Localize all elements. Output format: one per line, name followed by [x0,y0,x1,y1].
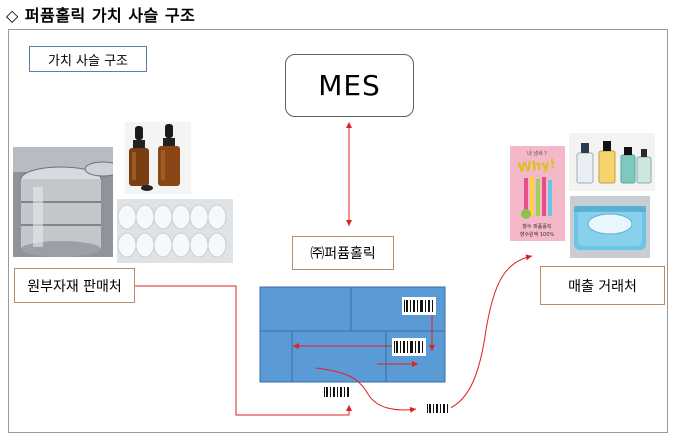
metal-drums-photo [13,147,113,257]
product-card-line1: 향수 퍼퓸홀릭 [522,223,551,230]
cotton-rolls-photo [117,199,233,263]
page-title: ◇ 퍼퓸홀릭 가치 사슬 구조 [6,6,196,25]
customer-node: 매출 거래처 [540,266,665,305]
barcode-icon [425,402,451,415]
company-node: ㈜퍼퓸홀릭 [292,236,394,270]
section-tag: 가치 사슬 구조 [29,46,147,72]
supplier-inbound-arrow [135,285,352,416]
supplier-node: 원부자재 판매처 [14,268,135,303]
perfume-bottles-photo [569,133,655,191]
barcode-icon [322,385,352,399]
barcode-icon [392,338,426,356]
product-card-photo: 내 냄새 ? Why! 향수 퍼퓸홀릭 향수원액 100% [510,146,565,241]
wet-tissue-photo [570,196,650,258]
product-card-tagline: 내 냄새 ? [527,150,547,157]
amber-bottles-photo [125,122,191,194]
barcode-icon [402,297,436,315]
product-card-line2: 향수원액 100% [520,231,555,238]
product-card-headline: Why! [517,157,556,176]
mes-node: MES [285,54,414,117]
shipment-to-customer-arrow [447,254,533,410]
outbound-flow-curve [315,367,417,413]
diagram-frame [8,29,668,433]
